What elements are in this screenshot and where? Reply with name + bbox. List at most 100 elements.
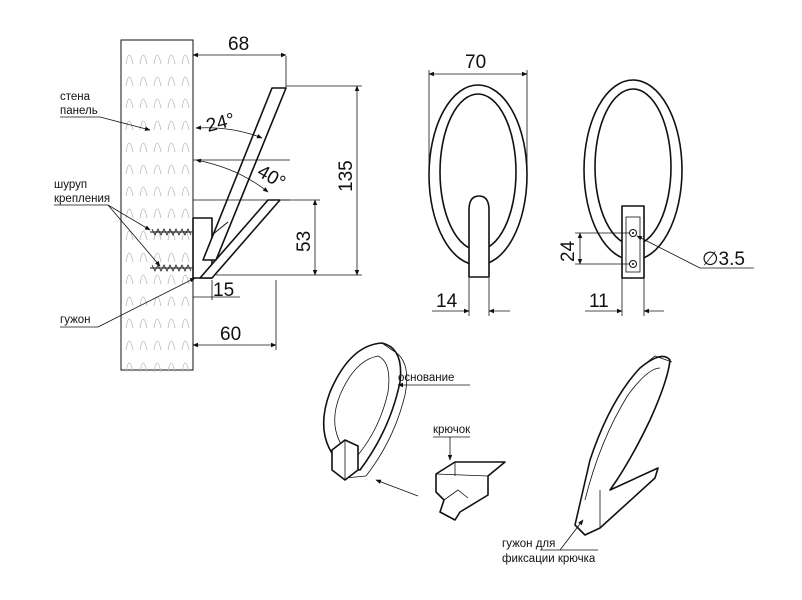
hole-spacing-label-24: 24 [558,240,579,262]
wall-texture-stroke [153,274,162,285]
wall-panel [120,39,194,371]
assembly-arrow [375,479,419,497]
wall-texture-stroke [139,340,148,351]
wall-texture-stroke [181,318,190,329]
hook-part-iso [435,461,506,521]
wall-texture-stroke [125,142,134,153]
front-width-dimension-70 [428,70,528,170]
base-depth-dimension-60 [192,280,277,350]
angle-upper-label: 24° [204,110,237,137]
exploded-view: основание крючок гужон для фиксации крюч… [322,342,673,565]
angle-lower-label: 40° [254,161,289,194]
wall-texture-stroke [167,98,176,109]
width-label-68: 68 [228,34,249,55]
wall-texture-stroke [125,164,134,175]
screw-hole-lower [629,260,637,268]
wall-texture-stroke [181,142,190,153]
wall-texture-stroke [167,120,176,131]
wall-texture-stroke [167,54,176,65]
wall-texture-stroke [125,296,134,307]
peg-height-dimension-53 [282,199,320,276]
wall-texture-stroke [125,76,134,87]
wall-texture-stroke [139,296,148,307]
wall-texture-stroke [167,76,176,87]
front-width-label-70: 70 [465,52,486,73]
wall-texture-stroke [153,98,162,109]
wall-texture-stroke [125,230,134,241]
front-hook-width-dimension-14 [432,278,510,316]
wall-texture-stroke [125,274,134,285]
wall-texture-stroke [167,142,176,153]
wall-texture-stroke [153,318,162,329]
base-label: основание [398,372,454,384]
peg-depth-label-15: 15 [213,280,234,301]
wall-texture-stroke [181,76,190,87]
width-dimension-68 [192,40,287,88]
wall-texture-stroke [153,208,162,219]
wall-texture-stroke [139,230,148,241]
plate-width-label-11: 11 [589,291,609,312]
back-plate-inner [625,216,641,273]
wall-texture-stroke [125,362,134,373]
wall-texture-stroke [125,54,134,65]
wall-texture-stroke [125,120,134,131]
wall-leader-arrow [99,116,151,131]
wall-texture-stroke [181,208,190,219]
screw-leader-arrow-upper [107,204,151,231]
back-mounting-plate [621,205,645,279]
screw-hole-upper [629,229,637,237]
front-hook [468,195,490,278]
wall-texture-stroke [181,362,190,373]
wall-texture-stroke [181,340,190,351]
wall-texture-stroke [139,318,148,329]
wall-label-line2: панель [60,105,98,117]
wall-texture-stroke [181,230,190,241]
wall-texture-stroke [153,142,162,153]
wall-texture-stroke [139,76,148,87]
wall-texture-stroke [139,274,148,285]
base-depth-label-60: 60 [220,324,241,345]
wall-texture-stroke [181,186,190,197]
screw-upper [150,228,193,236]
front-view: 70 14 [428,52,528,316]
wall-texture-stroke [125,318,134,329]
wall-texture-stroke [167,208,176,219]
base-ring-iso [322,342,408,481]
back-view: ∅3.5 24 11 [558,79,754,316]
peg-depth-dimension-15 [192,280,240,300]
wall-texture-stroke [153,340,162,351]
assembled-peg-leader-arrow [559,519,584,551]
wall-texture-stroke [125,98,134,109]
wall-texture-stroke [181,120,190,131]
wall-texture-stroke [181,54,190,65]
wall-texture-stroke [139,208,148,219]
wall-texture-stroke [153,362,162,373]
wall-texture-stroke [139,98,148,109]
wall-texture-stroke [167,296,176,307]
wall-texture-stroke [125,252,134,263]
peg-label: гужон [60,314,91,326]
wall-texture-stroke [153,76,162,87]
screw-label-line1: шуруп [54,179,87,191]
assembled-hook-iso [574,355,673,536]
wall-texture-stroke [125,208,134,219]
wall-texture-stroke [139,54,148,65]
wall-texture-stroke [139,186,148,197]
assembled-peg-label-line2: фиксации крючка [502,553,596,565]
wall-texture [125,54,190,373]
angle-dimensions [193,125,290,201]
wall-label-line1: стена [60,91,91,103]
wall-texture-stroke [167,186,176,197]
wall-texture-stroke [167,252,176,263]
hole-diameter-leader [636,235,701,269]
wall-texture-stroke [181,164,190,175]
wall-texture-stroke [167,340,176,351]
wall-texture-stroke [181,252,190,263]
wall-texture-stroke [139,164,148,175]
height-dimension-135 [216,85,362,276]
wall-texture-stroke [153,164,162,175]
hole-spacing-dimension-24 [575,232,630,265]
wall-texture-stroke [153,120,162,131]
wall-texture-stroke [181,98,190,109]
